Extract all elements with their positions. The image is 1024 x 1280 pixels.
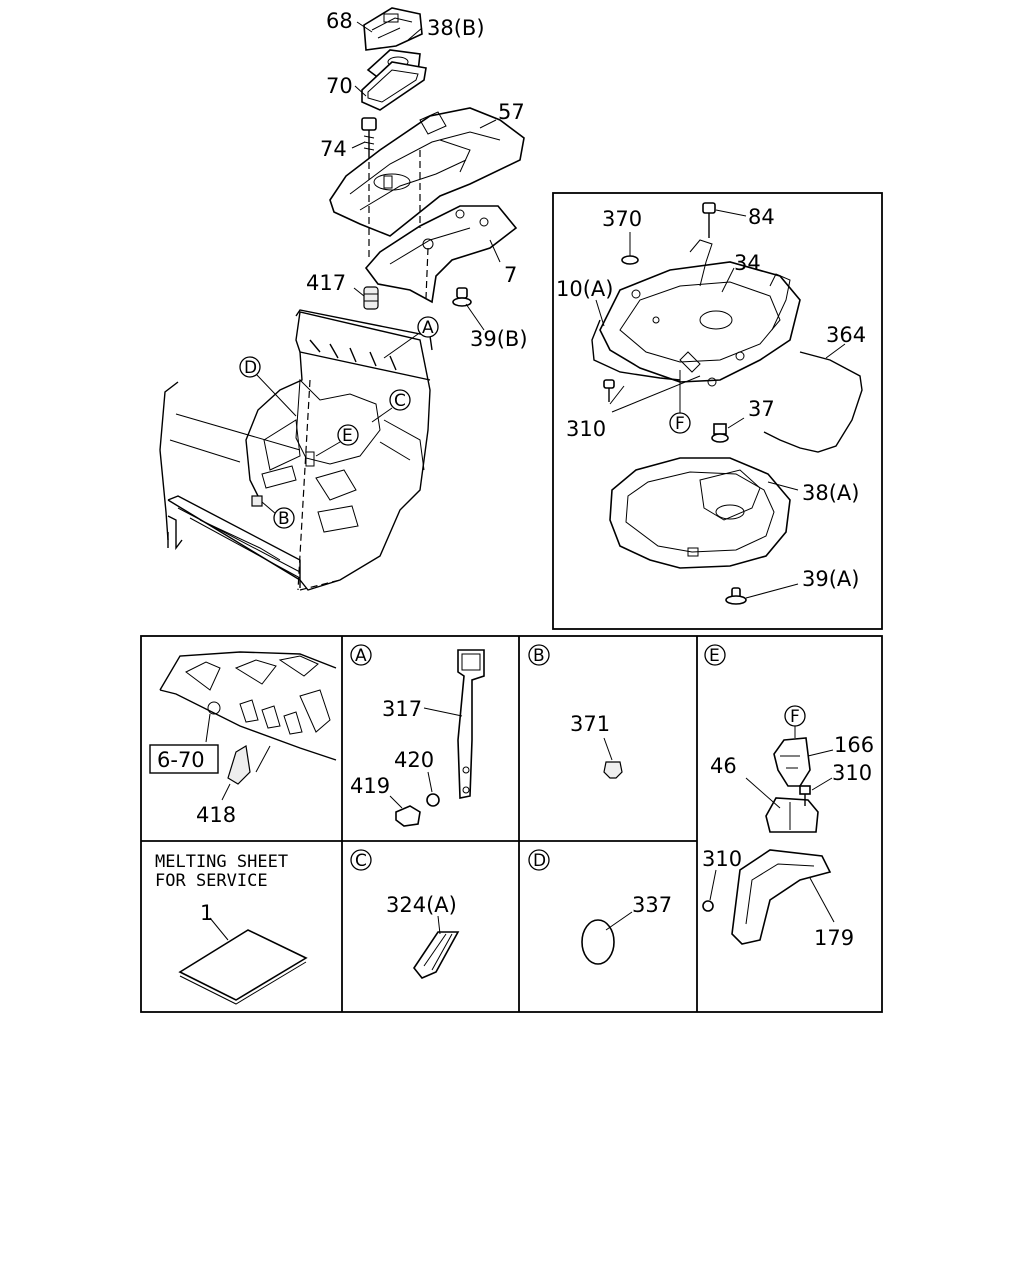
part-74-bolt xyxy=(361,117,377,162)
callout-68: 68 xyxy=(326,9,353,33)
detail-panel-b xyxy=(528,644,623,779)
callout-1: 1 xyxy=(200,901,213,925)
panel-d-letter: D xyxy=(533,851,546,871)
callout-38b: 38(B) xyxy=(427,16,485,40)
svg-text:E: E xyxy=(342,426,353,446)
part-57-upper-cover xyxy=(329,107,525,237)
callout-37: 37 xyxy=(748,397,775,421)
callout-417: 417 xyxy=(306,271,346,295)
svg-text:A: A xyxy=(422,318,434,338)
detail-grid: 6-70 418 A 317 420 419 B 371 xyxy=(140,635,883,1013)
circle-callout-a: A xyxy=(417,316,439,338)
part-37-mount xyxy=(711,423,729,443)
callout-84: 84 xyxy=(748,205,775,229)
detail-panel-a xyxy=(350,644,485,827)
circle-callout-d: D xyxy=(239,356,261,378)
callout-317: 317 xyxy=(382,697,422,721)
panel-e-f-letter: F xyxy=(790,707,800,727)
part-38a-pad xyxy=(609,457,791,569)
detail-panel-reference xyxy=(149,651,337,801)
svg-text:F: F xyxy=(675,414,685,434)
svg-text:B: B xyxy=(278,509,290,529)
part-84-bolt xyxy=(702,202,716,238)
inset-panel: 370 84 34 10(A) 364 310 F 37 38(A) 39(A) xyxy=(552,192,883,630)
callout-46: 46 xyxy=(710,754,737,778)
callout-420: 420 xyxy=(394,748,434,772)
part-417-plug xyxy=(363,286,379,310)
callout-166: 166 xyxy=(834,733,874,757)
panel-c-letter: C xyxy=(355,851,367,871)
callout-310-e-top: 310 xyxy=(832,761,872,785)
melting-title-line1: MELTING SHEET xyxy=(155,852,288,872)
callout-39b: 39(B) xyxy=(470,327,528,351)
callout-310-inset: 310 xyxy=(566,417,606,441)
main-exploded-view: 68 38(B) 70 57 74 7 417 39(B) A D C E B xyxy=(159,7,528,591)
callout-310-e-left: 310 xyxy=(702,847,742,871)
callout-34: 34 xyxy=(734,251,761,275)
detail-panel-e xyxy=(702,644,835,945)
part-34-tray xyxy=(599,239,801,387)
detail-panel-c xyxy=(350,849,460,979)
callout-39a: 39(A) xyxy=(802,567,859,591)
part-364-cable xyxy=(763,351,863,453)
callout-38a: 38(A) xyxy=(802,481,859,505)
part-370-plug xyxy=(621,255,639,265)
callout-57: 57 xyxy=(498,100,525,124)
callout-364: 364 xyxy=(826,323,866,347)
svg-text:D: D xyxy=(244,358,257,378)
main-leader-lines xyxy=(255,21,501,515)
inset-leader-lines xyxy=(595,209,846,599)
svg-text:C: C xyxy=(394,391,406,411)
detail-panel-melting-sheet xyxy=(178,917,308,1005)
part-68-bracket xyxy=(363,7,423,51)
circle-callout-b: B xyxy=(273,507,295,529)
circle-callout-f-inset: F xyxy=(669,412,691,434)
callout-7: 7 xyxy=(504,263,517,287)
callout-179: 179 xyxy=(814,926,854,950)
part-310-bolt xyxy=(603,379,615,402)
detail-panel-d xyxy=(528,849,633,965)
circle-callout-c: C xyxy=(389,389,411,411)
callout-418: 418 xyxy=(196,803,236,827)
callout-74: 74 xyxy=(320,137,347,161)
callout-371: 371 xyxy=(570,712,610,736)
part-10a-wire xyxy=(591,319,681,381)
callout-10a: 10(A) xyxy=(556,277,613,301)
callout-70: 70 xyxy=(326,74,353,98)
callout-337: 337 xyxy=(632,893,672,917)
part-39b-clip xyxy=(452,287,472,307)
panel-b-letter: B xyxy=(533,646,545,666)
callout-419: 419 xyxy=(350,774,390,798)
panel-e-letter: E xyxy=(709,646,720,666)
ref-box-6-70: 6-70 xyxy=(157,748,205,772)
callout-324a: 324(A) xyxy=(386,893,457,917)
circle-callout-e: E xyxy=(337,424,359,446)
part-7-plate xyxy=(364,205,518,304)
part-39a-clip xyxy=(725,587,747,605)
part-70-gasket xyxy=(361,61,427,111)
panel-a-letter: A xyxy=(355,646,367,666)
vehicle-floor-body xyxy=(159,309,433,591)
callout-370: 370 xyxy=(602,207,642,231)
melting-title-line2: FOR SERVICE xyxy=(155,871,268,891)
